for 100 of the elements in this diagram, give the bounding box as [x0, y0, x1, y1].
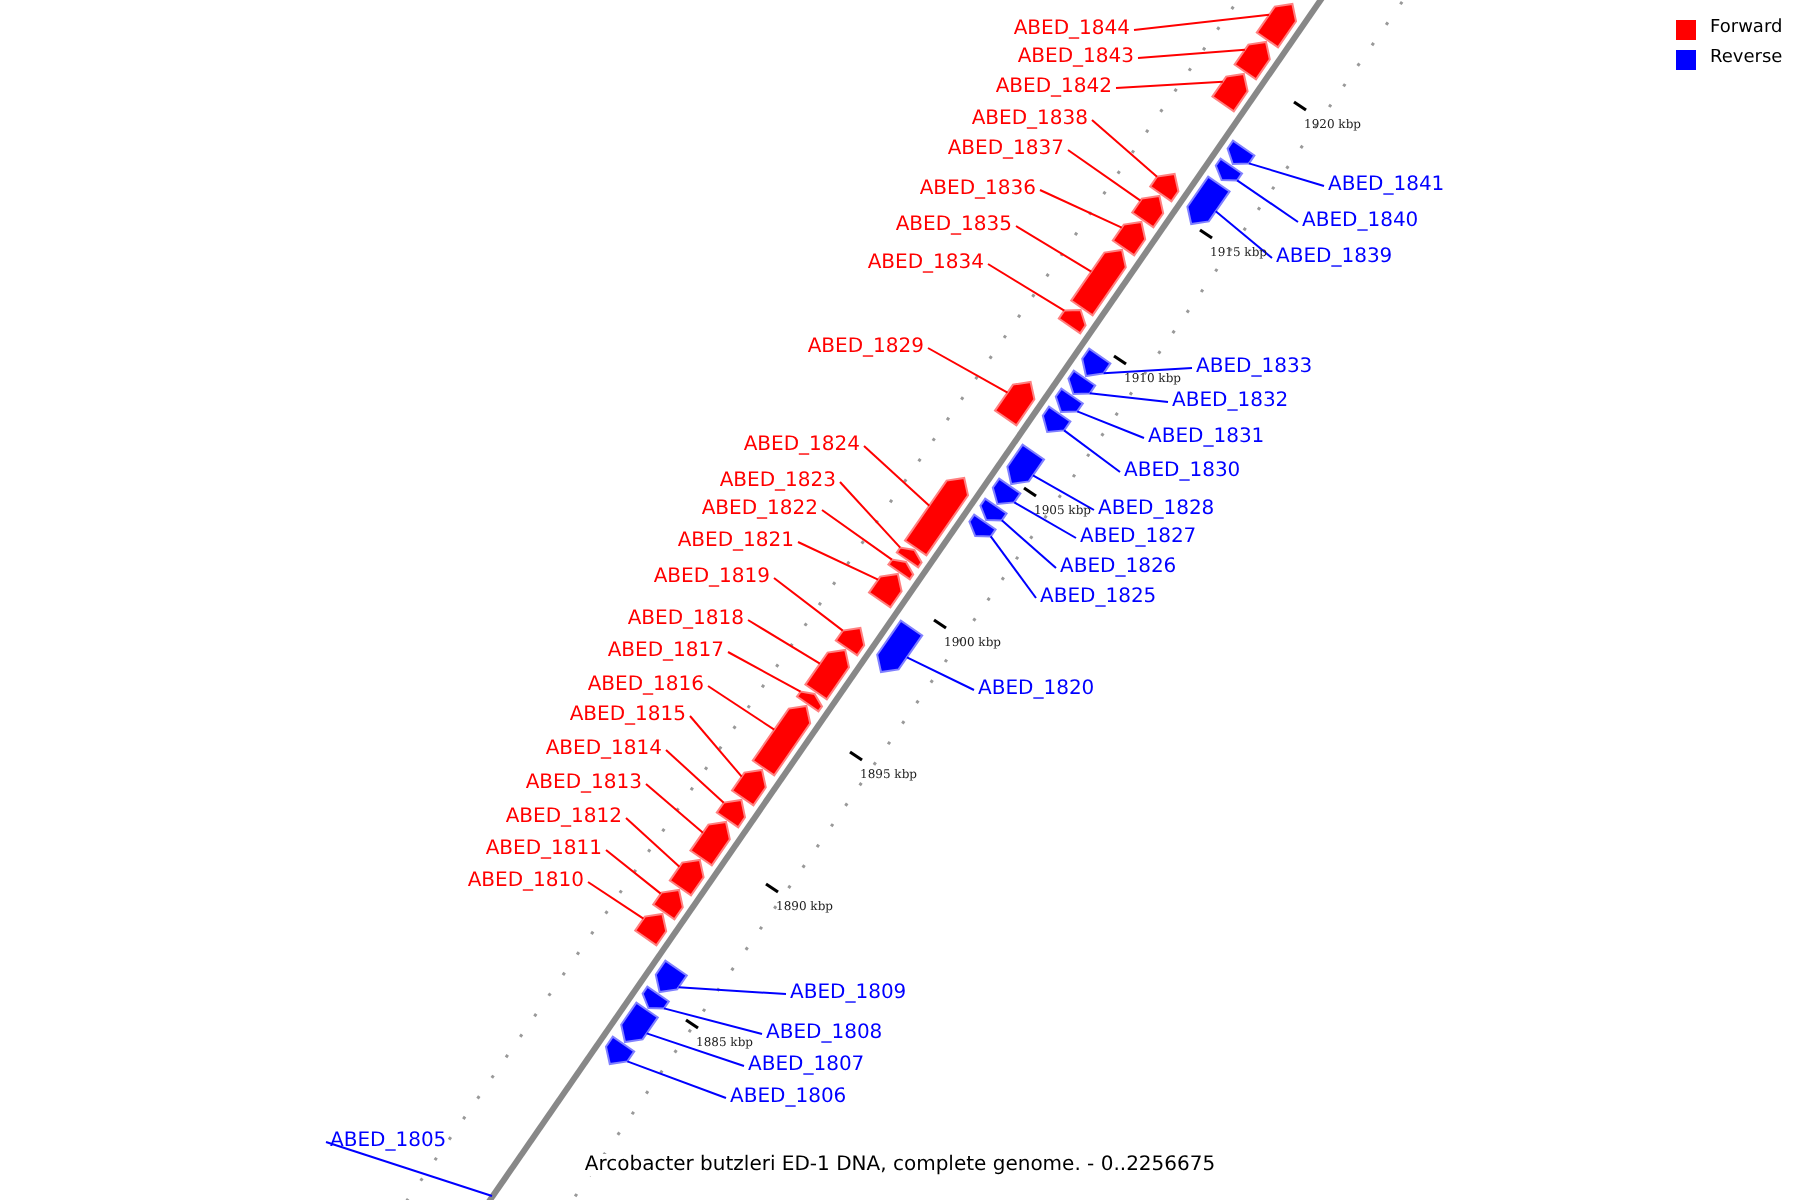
gene-block — [1186, 175, 1231, 226]
gene-block — [654, 959, 689, 994]
gene-label: ABED_1812 — [505, 806, 622, 830]
gene-block — [730, 768, 767, 807]
gene-label: ABED_1824 — [743, 434, 860, 458]
gene-block — [633, 912, 668, 947]
gene-block — [1069, 248, 1127, 317]
gene-block — [968, 513, 997, 538]
leader-line — [863, 445, 931, 507]
leader-line — [1236, 179, 1299, 223]
leader-line — [1137, 48, 1246, 59]
leader-line — [1133, 13, 1271, 31]
leader-line — [645, 1032, 745, 1067]
gene-block — [1226, 139, 1256, 166]
gene-block — [641, 985, 671, 1010]
gene-label: ABED_1816 — [587, 674, 704, 698]
gene-block — [1006, 443, 1046, 486]
gene-block — [1041, 405, 1072, 434]
leader-line — [727, 651, 802, 693]
gene-label: ABED_1838 — [971, 108, 1088, 132]
leader-line — [987, 263, 1066, 312]
leader-line — [1013, 501, 1077, 539]
gene-label: ABED_1809 — [790, 982, 907, 1006]
gene-block — [1211, 72, 1249, 113]
leader-line — [626, 1060, 727, 1099]
leader-line — [1091, 119, 1159, 178]
leader-line — [1102, 367, 1193, 375]
leader-line — [927, 347, 1009, 394]
leader-line — [645, 783, 704, 834]
gene-label: ABED_1829 — [807, 336, 924, 360]
leader-line — [677, 986, 787, 995]
legend-label: Reverse — [1710, 48, 1783, 70]
gene-block — [1057, 308, 1087, 335]
leader-line — [905, 656, 975, 691]
gene-label: ABED_1813 — [525, 772, 642, 796]
leader-line — [605, 849, 662, 895]
leader-line — [1214, 210, 1273, 259]
gene-label: ABED_1837 — [947, 138, 1064, 162]
gene-label: ABED_1810 — [467, 870, 584, 894]
gene-label: ABED_1832 — [1172, 390, 1289, 414]
gene-block — [795, 690, 824, 713]
gene-label: ABED_1821 — [677, 530, 794, 554]
gene-block — [1214, 157, 1244, 182]
gene-label: ABED_1826 — [1060, 556, 1177, 580]
gene-label: ABED_1807 — [748, 1054, 865, 1078]
leader-line — [1076, 410, 1145, 439]
gene-block — [620, 1001, 660, 1044]
gene-block — [834, 626, 866, 657]
gene-block — [604, 1035, 636, 1066]
gene-label: ABED_1834 — [867, 252, 984, 276]
gene-block — [895, 546, 923, 569]
gene-label: ABED_1808 — [766, 1022, 883, 1046]
gene-label: ABED_1822 — [701, 498, 818, 522]
gene-label: ABED_1833 — [1196, 356, 1313, 380]
gene-block — [993, 380, 1036, 427]
gene-block — [887, 558, 915, 581]
gene-block — [689, 820, 731, 867]
gene-label: ABED_1825 — [1040, 586, 1157, 610]
leader-line — [821, 509, 893, 561]
leader-line — [707, 685, 776, 731]
gene-block — [715, 798, 747, 829]
leader-line — [773, 577, 844, 632]
caption: Arcobacter butzleri ED-1 DNA, complete genome. - 0..2256675 — [584, 1154, 1216, 1176]
gene-block — [804, 648, 851, 701]
gene-label: ABED_1820 — [978, 678, 1095, 702]
gene-label: ABED_1839 — [1276, 246, 1393, 270]
gene-block — [979, 497, 1008, 522]
gene-block — [1130, 194, 1165, 229]
leader-line — [1247, 162, 1325, 187]
gene-label: ABED_1828 — [1098, 498, 1215, 522]
gene-block — [1054, 387, 1085, 414]
gene-label: ABED_1819 — [653, 566, 770, 590]
leader-line — [1039, 189, 1123, 229]
gene-block — [751, 704, 812, 777]
gene-block — [668, 858, 705, 897]
gene-label: ABED_1836 — [919, 178, 1036, 202]
gene-block — [1255, 2, 1298, 49]
leader-line — [325, 1141, 493, 1197]
gene-label: ABED_1830 — [1124, 460, 1241, 484]
gene-label: ABED_1818 — [627, 608, 744, 632]
leader-line — [747, 619, 821, 665]
gene-label: ABED_1840 — [1302, 210, 1419, 234]
gene-label: ABED_1811 — [485, 838, 602, 862]
gene-block — [867, 572, 903, 609]
leader-line — [625, 817, 681, 868]
gene-block — [651, 888, 684, 921]
gene-label: ABED_1814 — [545, 738, 662, 762]
gene-block — [903, 476, 970, 557]
gene-label: ABED_1823 — [719, 470, 836, 494]
leader-line — [1067, 149, 1142, 202]
leader-line — [1031, 474, 1095, 511]
gene-label: ABED_1805 — [330, 1130, 447, 1154]
gene-label: ABED_1806 — [730, 1086, 847, 1110]
gene-block — [876, 619, 924, 674]
leader-line — [1115, 80, 1224, 89]
leader-line — [1088, 392, 1169, 403]
leader-line — [989, 535, 1037, 599]
gene-label: ABED_1841 — [1328, 174, 1445, 198]
gene-block — [1081, 347, 1112, 378]
leader-line — [689, 715, 743, 778]
